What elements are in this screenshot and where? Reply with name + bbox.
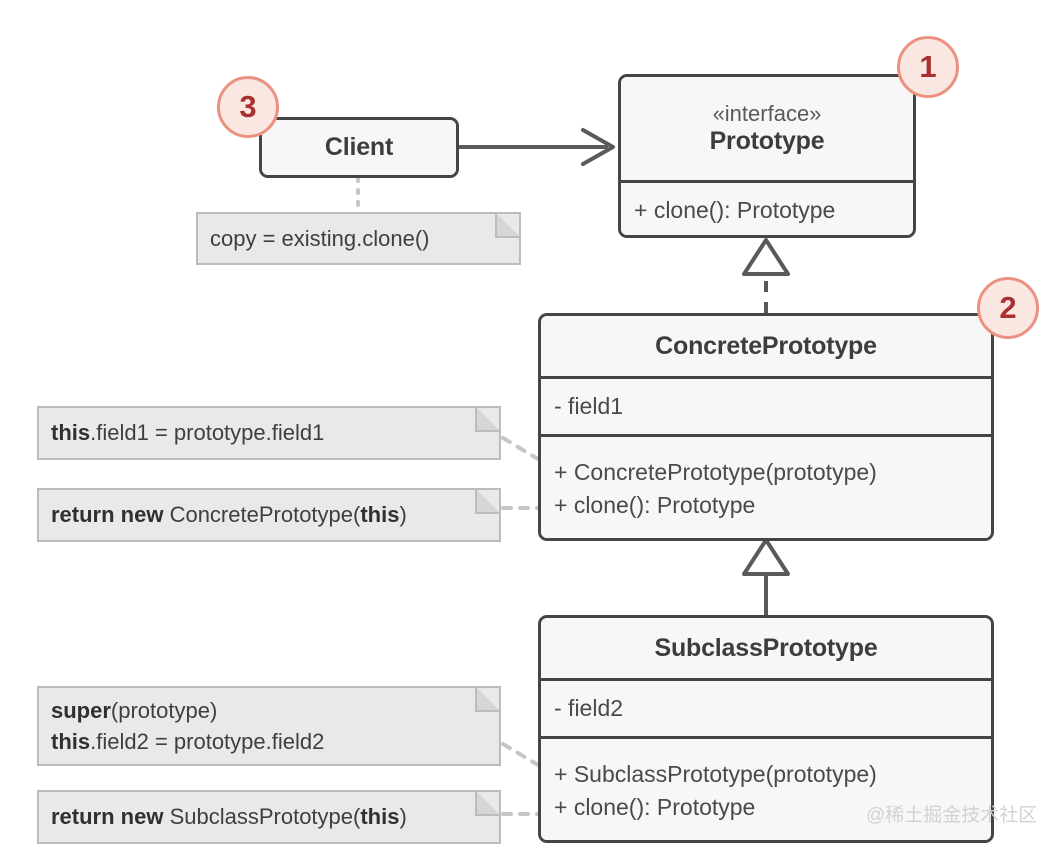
concrete-prototype-constructor: + ConcretePrototype(prototype) (554, 459, 877, 486)
note-subclass-clone-line-1: return new SubclassPrototype(this) (51, 804, 407, 830)
open-arrowhead-prototype (581, 128, 615, 166)
note-concrete-clone-line-1: return new ConcretePrototype(this) (51, 502, 407, 528)
note-subclass-clone-return: return new SubclassPrototype(this) (37, 790, 501, 844)
class-box-subclass-prototype[interactable]: SubclassPrototype - field2 + SubclassPro… (538, 615, 994, 843)
prototype-method-clone: + clone(): Prototype (634, 197, 836, 224)
class-box-concrete-prototype[interactable]: ConcretePrototype - field1 + ConcretePro… (538, 313, 994, 541)
class-box-client[interactable]: Client (259, 117, 459, 178)
note-concrete-copy-fields: this.field1 = prototype.field1 (37, 406, 501, 460)
concrete-prototype-header-compartment: ConcretePrototype (541, 316, 991, 376)
prototype-header-compartment: «interface» Prototype (621, 77, 913, 180)
watermark-label: @稀土掘金技术社区 (866, 805, 1038, 826)
concrete-prototype-fields-compartment: - field1 (541, 376, 991, 434)
note-link-subclass-copy (501, 742, 540, 767)
client-header-compartment: Client (262, 120, 456, 175)
subclass-prototype-fields-compartment: - field2 (541, 678, 991, 736)
subclass-prototype-header-compartment: SubclassPrototype (541, 618, 991, 678)
concrete-prototype-method-clone: + clone(): Prototype (554, 492, 756, 518)
subclass-prototype-constructor: + SubclassPrototype(prototype) (554, 761, 877, 788)
hollow-triangle-concrete-prototype (742, 538, 790, 576)
concrete-prototype-field-1: - field1 (554, 393, 624, 420)
prototype-class-name: Prototype (709, 127, 825, 156)
badge-2[interactable]: 2 (977, 277, 1039, 339)
badge-1[interactable]: 1 (897, 36, 959, 98)
class-box-prototype[interactable]: «interface» Prototype + clone(): Prototy… (618, 74, 916, 238)
note-link-concrete-copy (501, 436, 540, 461)
subclass-prototype-class-name: SubclassPrototype (654, 633, 878, 662)
note-subclass-copy-line-1: super(prototype) (51, 697, 218, 723)
subclass-prototype-methods-compartment: + SubclassPrototype(prototype) + clone()… (541, 736, 991, 840)
note-subclass-copy-line-2: this.field2 = prototype.field2 (51, 729, 325, 754)
badge-3[interactable]: 3 (217, 76, 279, 138)
concrete-prototype-methods-compartment: + ConcretePrototype(prototype) + clone()… (541, 434, 991, 538)
note-subclass-copy-fields: super(prototype) this.field2 = prototype… (37, 686, 501, 766)
note-client-line-1: copy = existing.clone() (210, 225, 430, 251)
hollow-triangle-prototype (742, 238, 790, 276)
prototype-methods-compartment: + clone(): Prototype (621, 180, 913, 235)
note-concrete-copy-line-1: this.field1 = prototype.field1 (51, 420, 325, 446)
subclass-prototype-method-clone: + clone(): Prototype (554, 794, 756, 820)
concrete-prototype-class-name: ConcretePrototype (655, 331, 877, 360)
prototype-stereotype: «interface» (712, 100, 822, 126)
subclass-prototype-field-2: - field2 (554, 695, 624, 722)
client-class-name: Client (324, 133, 394, 162)
note-concrete-clone-return: return new ConcretePrototype(this) (37, 488, 501, 542)
note-client-usage: copy = existing.clone() (196, 212, 521, 265)
